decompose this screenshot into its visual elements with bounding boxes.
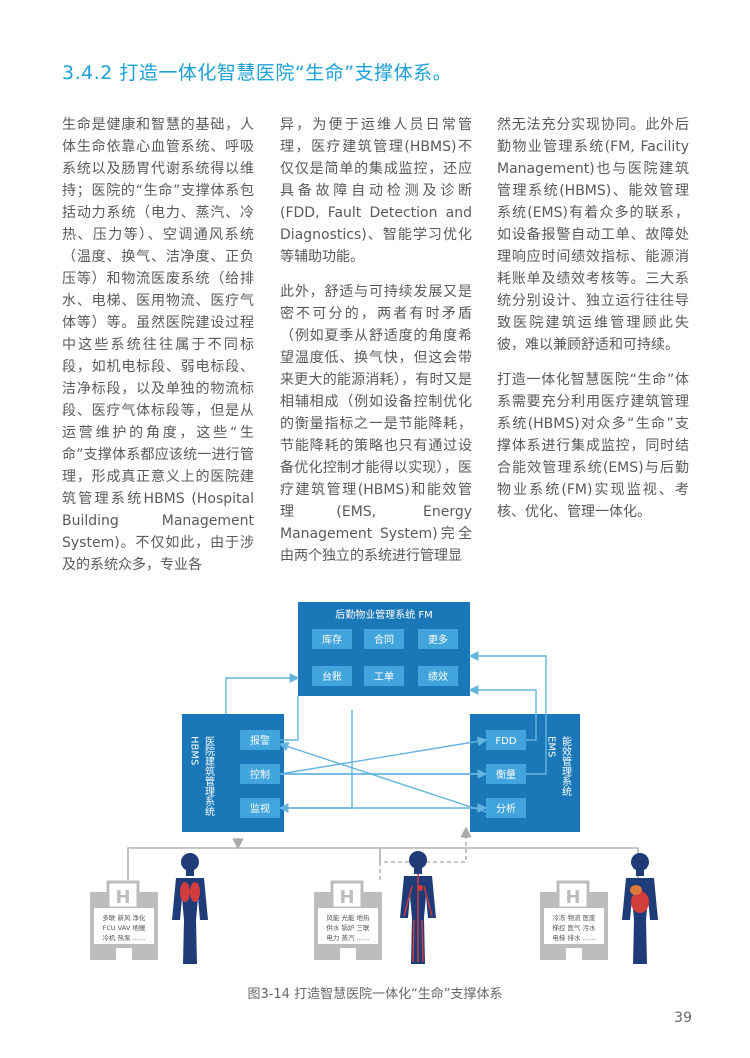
svg-text:医院建筑管理系统: 医院建筑管理系统 [203, 736, 215, 816]
svg-text:报警: 报警 [250, 734, 270, 747]
svg-text:电梯 排水 ……: 电梯 排水 …… [552, 933, 595, 942]
svg-text:HBMS: HBMS [189, 736, 200, 765]
paragraph: 此外，舒适与可持续发展又是密不可分的，两者有时矛盾（例如夏季从舒适度的角度希望温… [280, 284, 472, 564]
section-heading: 3.4.2 打造一体化智慧医院“生命”支撑体系。 [62, 62, 453, 84]
hbms-items: 报警 控制 监视 [240, 730, 280, 818]
svg-text:H: H [339, 887, 354, 908]
svg-text:FCU VAV 地暖: FCU VAV 地暖 [103, 923, 146, 932]
system-diagram: 后勤物业管理系统 FM 库存 合同 更多 台账 工单 绩效 医院建筑管理系统 H… [0, 590, 750, 980]
svg-text:H: H [565, 887, 580, 908]
svg-text:台账: 台账 [322, 670, 342, 683]
svg-text:梯控 医气 污水: 梯控 医气 污水 [552, 923, 596, 932]
fm-title: 后勤物业管理系统 FM [335, 608, 433, 621]
svg-text:冷机 热泵 ……: 冷机 热泵 …… [102, 933, 145, 942]
svg-text:风能 光能 地热: 风能 光能 地热 [326, 913, 370, 922]
figure-caption: 图3-14 打造智慧医院一体化“生命”支撑体系 [247, 987, 503, 1002]
svg-text:分析: 分析 [496, 802, 516, 815]
svg-text:绩效: 绩效 [428, 670, 448, 683]
svg-text:电力 蒸汽 ……: 电力 蒸汽 …… [326, 933, 369, 942]
paragraph: 然无法充分实现协同。此外后勤物业管理系统(FM, Facility Manage… [497, 117, 689, 353]
ems-vertical-title: 能效管理系统 EMS [546, 735, 572, 796]
hbms-vertical-title: 医院建筑管理系统 HBMS [189, 736, 215, 816]
text-column-3: 然无法充分实现协同。此外后勤物业管理系统(FM, Facility Manage… [497, 114, 689, 536]
ems-items: FDD 衡量 分析 [486, 730, 526, 818]
paragraph: 异，为便于运维人员日常管理，医疗建筑管理(HBMS)不仅仅是简单的集成监控，还应… [280, 117, 472, 265]
svg-text:H: H [115, 887, 130, 908]
svg-text:库存: 库存 [322, 633, 342, 646]
svg-text:能效管理系统: 能效管理系统 [560, 735, 572, 796]
svg-text:监视: 监视 [250, 802, 270, 815]
svg-text:EMS: EMS [546, 736, 557, 757]
svg-text:更多: 更多 [428, 633, 448, 646]
svg-text:合同: 合同 [374, 633, 394, 646]
building-2: H 风能 光能 地热 供水 锅炉 三联 电力 蒸汽 …… [314, 880, 382, 960]
text-column-2: 异，为便于运维人员日常管理，医疗建筑管理(HBMS)不仅仅是简单的集成监控，还应… [280, 114, 472, 580]
body-figure-digestive [622, 853, 658, 964]
paragraph: 打造一体化智慧医院“生命”体系需要充分利用医疗建筑管理系统(HBMS)对众多“生… [497, 372, 689, 520]
building-1: H 多联 新风 净化 FCU VAV 地暖 冷机 热泵 …… [90, 880, 158, 960]
system-diagram-svg: 后勤物业管理系统 FM 库存 合同 更多 台账 工单 绩效 医院建筑管理系统 H… [90, 602, 658, 964]
page-number: 39 [674, 1010, 692, 1026]
svg-text:控制: 控制 [250, 768, 270, 781]
svg-text:衡量: 衡量 [496, 769, 516, 781]
svg-text:FDD: FDD [495, 736, 516, 747]
body-figure-respiratory [172, 853, 208, 964]
flow-arrows [225, 651, 547, 813]
fm-items: 库存 合同 更多 台账 工单 绩效 [312, 629, 458, 686]
body-figure-circulatory [400, 851, 436, 964]
svg-text:冷冻 物流 医废: 冷冻 物流 医废 [552, 913, 596, 922]
connector-lines [127, 826, 639, 880]
building-3: H 冷冻 物流 医废 梯控 医气 污水 电梯 排水 …… [540, 880, 608, 960]
text-column-1: 生命是健康和智慧的基础，人体生命依靠心血管系统、呼吸系统以及肠胃代谢系统得以维持… [62, 114, 254, 589]
svg-text:供水 锅炉 三联: 供水 锅炉 三联 [326, 923, 370, 932]
svg-text:工单: 工单 [374, 671, 394, 683]
paragraph: 生命是健康和智慧的基础，人体生命依靠心血管系统、呼吸系统以及肠胃代谢系统得以维持… [62, 117, 254, 573]
svg-text:多联 新风 净化: 多联 新风 净化 [102, 913, 146, 922]
